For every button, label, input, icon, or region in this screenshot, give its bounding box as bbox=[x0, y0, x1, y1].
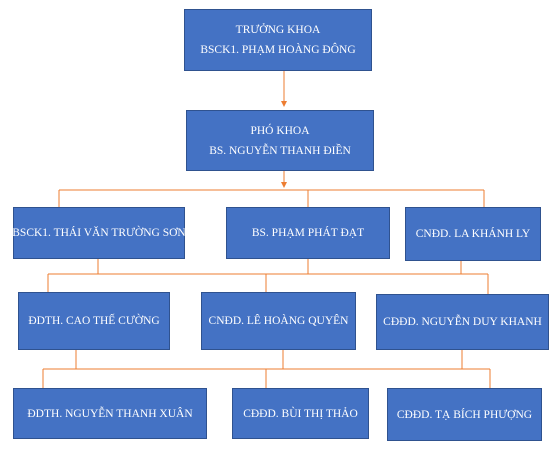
staff-box-level4-3[interactable]: CĐĐD. TẠ BÍCH PHƯỢNG bbox=[387, 388, 542, 441]
staff-name: CNĐD. LÊ HOÀNG QUYÊN bbox=[208, 315, 349, 327]
staff-name: ĐDTH. CAO THẾ CƯỜNG bbox=[28, 315, 160, 327]
staff-box-level3-1[interactable]: ĐDTH. CAO THẾ CƯỜNG bbox=[18, 292, 170, 350]
staff-name: CĐĐD. NGUYỄN DUY KHANH bbox=[383, 316, 542, 328]
staff-box-level4-2[interactable]: CĐĐD. BÙI THỊ THẢO bbox=[232, 388, 369, 439]
head-of-department-box[interactable]: TRƯỞNG KHOA BSCK1. PHẠM HOÀNG ĐÔNG bbox=[184, 9, 372, 71]
staff-name: CĐĐD. TẠ BÍCH PHƯỢNG bbox=[396, 408, 533, 421]
staff-name: BSCK1. THÁI VĂN TRƯỜNG SƠN bbox=[12, 227, 186, 239]
deputy-title: PHÓ KHOA bbox=[250, 124, 310, 137]
deputy-name: BS. NGUYỄN THANH ĐIỀN bbox=[209, 144, 351, 157]
staff-name: ĐDTH. NGUYỄN THANH XUÂN bbox=[27, 407, 193, 420]
staff-box-level2-2[interactable]: BS. PHẠM PHÁT ĐẠT bbox=[226, 207, 390, 259]
deputy-head-box[interactable]: PHÓ KHOA BS. NGUYỄN THANH ĐIỀN bbox=[186, 110, 374, 171]
staff-box-level2-1[interactable]: BSCK1. THÁI VĂN TRƯỜNG SƠN bbox=[12, 207, 186, 259]
head-title: TRƯỞNG KHOA bbox=[235, 24, 321, 36]
staff-name: CNĐD. LA KHÁNH LY bbox=[415, 228, 531, 240]
staff-box-level3-2[interactable]: CNĐD. LÊ HOÀNG QUYÊN bbox=[201, 292, 356, 350]
staff-box-level3-3[interactable]: CĐĐD. NGUYỄN DUY KHANH bbox=[376, 294, 549, 350]
staff-box-level4-1[interactable]: ĐDTH. NGUYỄN THANH XUÂN bbox=[13, 388, 207, 439]
staff-name: CĐĐD. BÙI THỊ THẢO bbox=[243, 407, 358, 420]
staff-box-level2-3[interactable]: CNĐD. LA KHÁNH LY bbox=[405, 207, 541, 261]
staff-name: BS. PHẠM PHÁT ĐẠT bbox=[251, 227, 365, 239]
head-name: BSCK1. PHẠM HOÀNG ĐÔNG bbox=[200, 44, 356, 56]
